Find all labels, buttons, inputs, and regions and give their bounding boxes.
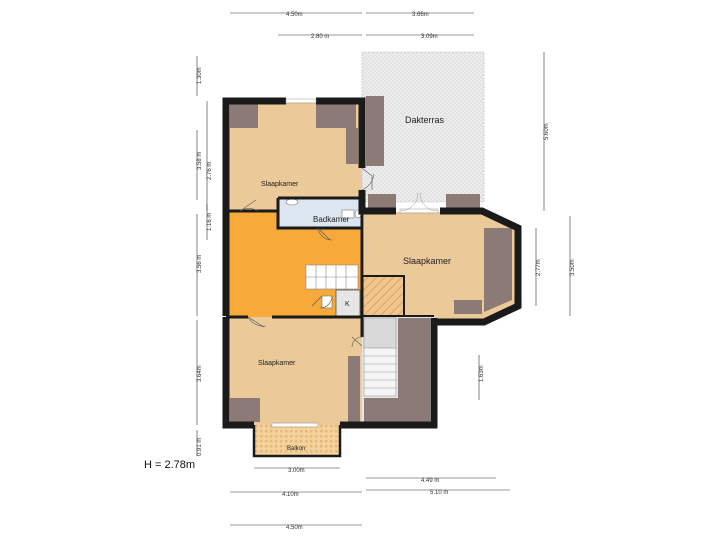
dim-left-1: 1.30m <box>197 67 203 84</box>
windows <box>272 99 438 427</box>
dim-left-7: 0.91 m <box>197 438 203 456</box>
bathroom-fixtures <box>285 198 362 219</box>
dormer-blocks <box>230 96 512 422</box>
label-badkamer: Badkamer <box>313 215 350 224</box>
walls <box>222 97 522 458</box>
dim-left-3: 2.76 m <box>207 162 213 180</box>
dim-top-4: 3.09m <box>421 34 438 40</box>
ceiling-height-note: H = 2.78m <box>144 459 196 471</box>
dim-left-4: 1.16 m <box>207 213 213 231</box>
label-slaapkamer-right: Slaapkamer <box>403 256 451 266</box>
dim-top-3: 2.80 m <box>311 34 329 40</box>
dim-right-3: 3.50m <box>570 259 576 276</box>
dim-right-4: 1.63m <box>479 365 485 382</box>
k-box <box>335 289 361 317</box>
dim-top-2: 3.66m <box>412 12 429 18</box>
dimension-lines <box>196 12 571 526</box>
small-sink <box>321 295 333 309</box>
dim-bottom-1: 3.00m <box>288 468 305 474</box>
dim-right-2: 2.77m <box>536 259 542 276</box>
label-k: K <box>345 301 350 308</box>
dim-bottom-5: 4.50m <box>286 525 303 531</box>
door-swings <box>239 167 375 348</box>
label-dakterras: Dakterras <box>405 115 445 125</box>
dim-bottom-3: 4.10m <box>282 492 299 498</box>
dim-left-5: 3.56 m <box>197 255 203 273</box>
staircase-upper <box>305 264 359 290</box>
label-slaapkamer-bottom: Slaapkamer <box>258 360 296 367</box>
dim-bottom-2: 4.49 m <box>421 478 439 484</box>
label-balkon: Balkon <box>287 446 305 452</box>
stair-void <box>362 276 404 316</box>
dim-left-6: 3.64m <box>197 365 203 382</box>
label-slaapkamer-top: Slaapkamer <box>261 181 299 188</box>
dim-left-2: 3.58 m <box>197 152 203 170</box>
dim-top-1: 4.50m <box>286 12 303 18</box>
dim-bottom-4: 5.10 m <box>430 490 448 496</box>
staircase-lower <box>363 317 397 397</box>
balcony-floor <box>254 425 340 455</box>
dim-right-1: 5.60m <box>544 123 550 140</box>
window-frames <box>271 98 439 428</box>
